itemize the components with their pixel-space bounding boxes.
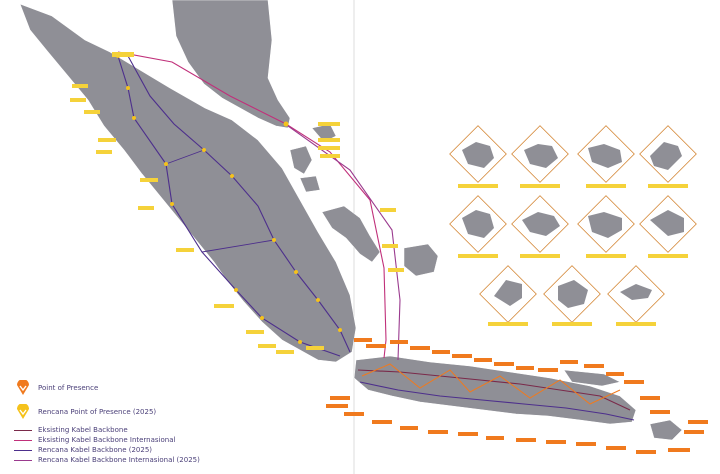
- legend-item-backbone: Eksisting Kabel Backbone: [14, 426, 128, 434]
- line-swatch: [14, 459, 32, 461]
- pop-plan-labels: [70, 52, 404, 354]
- java-island: [353, 355, 637, 425]
- inset-captions: [458, 184, 688, 326]
- legend-item-backbone-plan: Rencana Kabel Backbone (2025): [14, 446, 152, 454]
- sumatra-island: [19, 3, 357, 363]
- legend-item-backbone-int-plan: Rencana Kabel Backbone Internasional (20…: [14, 456, 200, 464]
- backbone-java-south: [359, 381, 635, 421]
- pop-plan-pin-icon: [17, 404, 29, 419]
- line-swatch: [14, 449, 32, 451]
- madura-island: [563, 369, 621, 387]
- pop-labels-java: [326, 338, 708, 454]
- malay-peninsula: [171, 0, 291, 129]
- backbone-sumatra-cross-2: [201, 239, 275, 253]
- backbone-int-north: [117, 51, 287, 125]
- legend-item-backbone-int: Eksisting Kabel Backbone Internasional: [14, 436, 175, 444]
- backbone-java-north: [357, 369, 631, 411]
- backbone-java-orange: [361, 363, 621, 405]
- line-swatch: [14, 429, 32, 431]
- legend-label: Rencana Kabel Backbone Internasional (20…: [38, 456, 200, 464]
- line-swatch: [14, 439, 32, 441]
- bali-island: [649, 419, 683, 441]
- legend-label: Eksisting Kabel Backbone Internasional: [38, 436, 176, 444]
- belitung-island: [403, 243, 439, 277]
- legend-label: Point of Presence: [38, 384, 99, 392]
- backbone-sumatra-west: [117, 55, 341, 357]
- inset-provinces: [462, 142, 684, 308]
- pop-pin-icon: [17, 380, 29, 395]
- legend-label: Rencana Kabel Backbone (2025): [38, 446, 153, 454]
- legend-label: Rencana Point of Presence (2025): [38, 408, 157, 416]
- legend-item-pop: Point of Presence: [14, 380, 98, 396]
- backbone-sumatra-cross-1: [165, 149, 205, 165]
- bangka-island: [321, 205, 381, 263]
- backbone-sumatra-east: [127, 55, 351, 353]
- legend-item-pop-plan: Rencana Point of Presence (2025): [14, 404, 156, 420]
- legend-label: Eksisting Kabel Backbone: [38, 426, 128, 434]
